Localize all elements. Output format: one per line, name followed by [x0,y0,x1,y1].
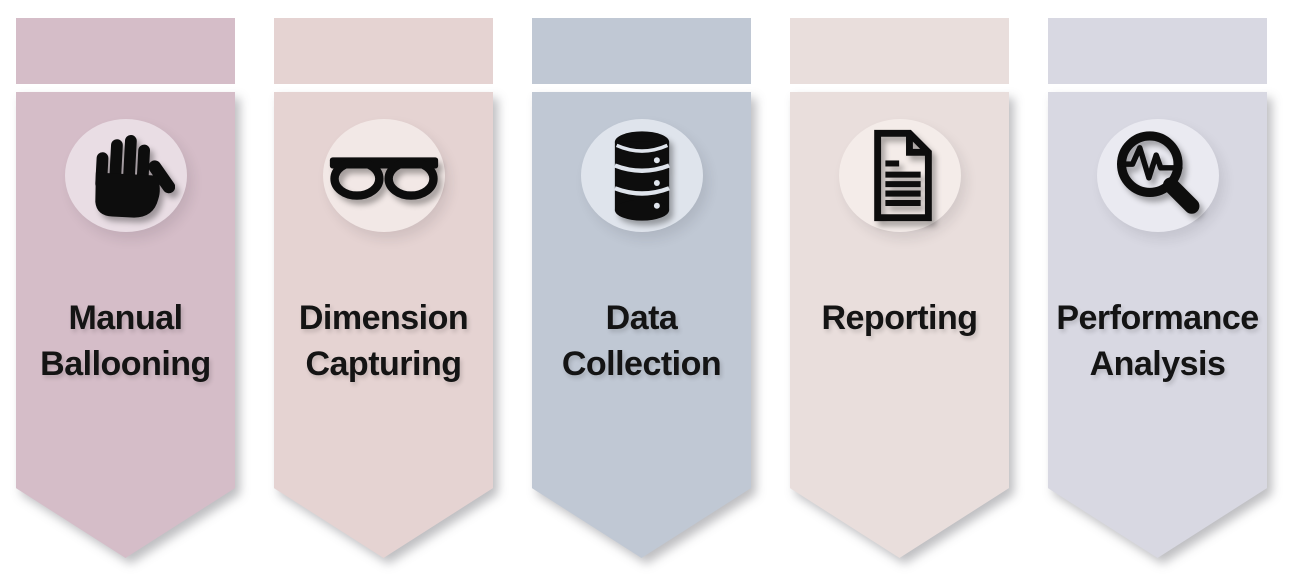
icon-circle [580,119,703,232]
banner-label: Performance Analysis [1056,299,1259,383]
document-icon [873,129,932,222]
banner-label: Data Collection [561,299,722,383]
banner-label: Dimension Capturing [298,299,469,383]
banner-header-tab [274,18,493,84]
banner-body: Dimension Capturing [274,92,493,558]
icon-circle [322,119,445,232]
icon-circle [64,119,187,232]
banner-header-tab [1048,18,1267,84]
banner-label: Reporting [821,299,978,337]
magnifier-waveform-icon [1116,130,1199,214]
banner-header-tab [790,18,1009,84]
banner-label: Manual Ballooning [40,299,211,383]
banner-dimension-capturing: Dimension Capturing [274,18,493,578]
banner-body: Performance Analysis [1048,92,1267,558]
banner-body: Manual Ballooning [16,92,235,558]
glasses-icon [329,156,438,200]
banner-manual-ballooning: Manual Ballooning [16,18,235,578]
banner-data-collection: Data Collection [532,18,751,578]
banner-header-tab [532,18,751,84]
banner-performance-analysis: Performance Analysis [1048,18,1267,578]
hand-icon [94,134,175,218]
icon-circle [838,119,961,232]
icon-circle [1096,119,1219,232]
database-icon [613,130,670,221]
banner-body: Reporting [790,92,1009,558]
banner-body: Data Collection [532,92,751,558]
banner-header-tab [16,18,235,84]
banner-reporting: Reporting [790,18,1009,578]
